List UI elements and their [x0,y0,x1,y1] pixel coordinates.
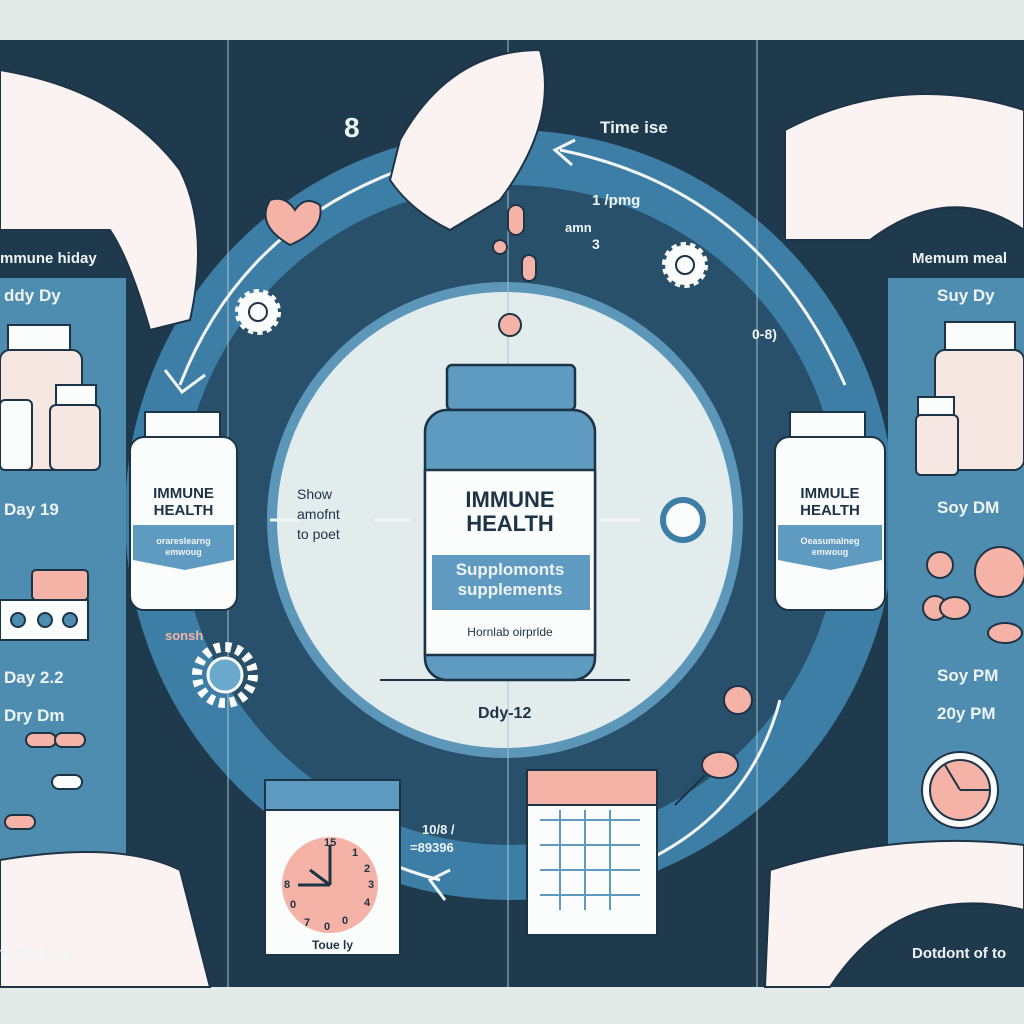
left-panel-label: ddy Dy [4,286,61,305]
bottom-note-2: =89396 [410,840,454,855]
left-panel-footer: to the tayy [0,945,76,962]
clock-number: 1 [352,847,359,859]
hands [0,48,1024,988]
clock-number: 0 [324,921,331,933]
main-bottle-band: Supplomonts supplements [425,560,595,600]
bottle-title-line: IMMUNE [153,485,214,502]
clock-number: 15 [324,837,337,849]
step-number: 8 [344,112,360,143]
right-panel-label: 20y PM [937,704,996,723]
falling-pills [264,197,537,337]
left-panel-label: Dry Dm [4,706,65,725]
right-bottles [915,321,1024,829]
bottle-title-line: HEALTH [800,502,860,519]
right-panel-label: Suy Dy [937,286,995,305]
clock-number: 7 [304,917,311,929]
bottle-title-line: HEALTH [153,502,214,519]
bottle-band-line: orareslearng [156,536,211,546]
left-panel-label: Day 19 [4,500,59,519]
bottle-band-line: supplements [457,580,563,599]
left-bottle-band: orareslearng emwoug [130,536,237,558]
bottle-band-line: emwoug [811,547,849,557]
bottle-title-line: HEALTH [466,511,554,536]
clock-face: 15 1 2 3 4 0 0 7 0 8 [282,837,378,933]
bottom-note-1: 10/8 / [422,822,455,837]
dose-line3: 3 [592,236,600,252]
left-bottle-title: IMMUNE HEALTH [130,485,237,519]
bottle-title-line: IMMUNE [465,487,555,512]
right-bottle-title: IMMULE HEALTH [775,485,885,519]
bottle-band-line: Supplomonts [455,560,565,579]
main-bottle-title: IMMUNE HEALTH [425,488,595,536]
right-panel-label: Soy PM [937,666,999,685]
right-panel-label: Soy DM [937,498,1000,517]
left-note: sonsh [165,628,204,643]
gear-icon [192,242,708,708]
main-bottle [423,363,597,682]
dose-line1: 1 /pmg [592,192,641,209]
clock-calendar [264,779,401,956]
clock-number: 2 [364,863,371,875]
left-panel-label: Day 2.2 [4,668,64,687]
left-panel-header: mmune hiday [0,250,97,267]
center-day: Ddy-12 [478,705,532,722]
side-bottles [129,411,886,611]
calendar-icon [526,769,658,936]
instruction-line: amofnt [297,506,340,522]
right-bottle-band: Oeasumalneg emwoug [775,536,885,558]
bottle-title-line: IMMULE [800,485,860,502]
clock-number: 8 [284,879,291,891]
center-instruction: Show amofnt to poet [297,484,340,544]
clock-number: 3 [368,879,375,891]
clock-number: 0 [290,899,297,911]
main-bottle-subtext: Hornlab oirprlde [467,625,553,639]
time-label: Time ise [600,118,668,137]
left-bottles [0,324,101,830]
instruction-line: Show [297,486,333,502]
spoon-icon [674,685,753,806]
right-note: 0-8) [752,326,777,342]
right-panel-footer: Dotdont of to [912,945,1007,962]
bottle-band-line: emwoug [165,547,202,557]
right-panel-header: Memum meal [912,250,1008,267]
bottle-band-line: Oeasumalneg [800,536,860,546]
clock-number: 0 [342,915,349,927]
clock-caption: Toue ly [311,938,354,952]
instruction-line: to poet [297,526,340,542]
ring-icon [660,497,706,543]
clock-number: 4 [364,897,371,909]
dose-line2: amn [565,220,592,235]
